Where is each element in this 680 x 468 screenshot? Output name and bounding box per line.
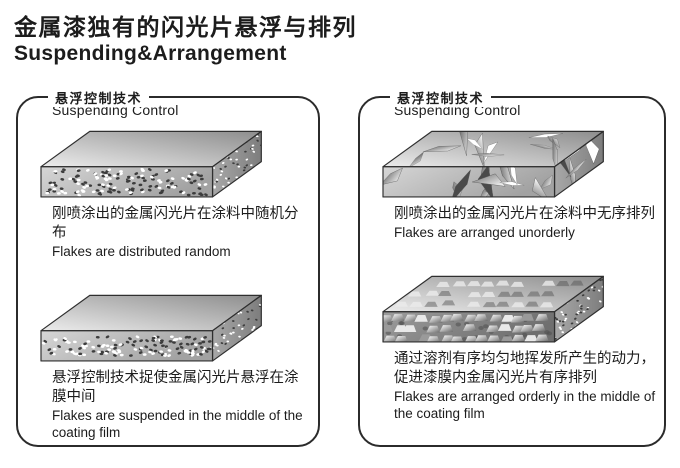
caption-chinese: 刚喷涂出的金属闪光片在涂料中随机分布 — [52, 206, 299, 241]
figure-flakes-suspended: 悬浮控制技术捉使金属闪光片悬浮在涂膜中间 Flakes are suspende… — [18, 292, 318, 441]
panel-legend-chinese: 悬浮控制技术 — [48, 88, 150, 107]
caption-english: Flakes are distributed random — [52, 244, 231, 259]
caption-chinese: 悬浮控制技术捉使金属闪光片悬浮在涂膜中间 — [52, 370, 299, 405]
slab-illustration-unordered-flakes — [382, 130, 604, 198]
caption-english: Flakes are arranged unorderly — [394, 225, 575, 240]
caption-chinese: 刚喷涂出的金属闪光片在涂料中无序排列 — [394, 206, 655, 222]
page-title-english: Suspending&Arrangement — [14, 42, 287, 65]
caption-chinese: 通过溶剂有序均匀地挥发所产生的动力，促进漆膜内金属闪光片有序排列 — [394, 351, 655, 386]
suspending-control-panel-left: 悬浮控制技术 Suspending Control — [16, 88, 320, 447]
slab-illustration-suspended-flakes — [40, 294, 262, 362]
suspending-control-panel-right: 悬浮控制技术 Suspending Control — [358, 88, 666, 447]
caption-english: Flakes are suspended in the middle of th… — [52, 408, 303, 440]
figure-flakes-ordered: 通过溶剂有序均匀地挥发所产生的动力，促进漆膜内金属闪光片有序排列 Flakes … — [360, 273, 664, 422]
panel-legend-chinese: 悬浮控制技术 — [390, 88, 492, 107]
slab-illustration-random-flakes — [40, 130, 262, 198]
figure-flakes-unordered: 刚喷涂出的金属闪光片在涂料中无序排列 Flakes are arranged u… — [360, 128, 664, 241]
figure-flakes-random: 刚喷涂出的金属闪光片在涂料中随机分布 Flakes are distribute… — [18, 128, 318, 260]
page-title-chinese: 金属漆独有的闪光片悬浮与排列 — [14, 14, 357, 40]
slab-illustration-ordered-flakes — [382, 275, 604, 343]
caption-english: Flakes are arranged orderly in the middl… — [394, 389, 656, 421]
